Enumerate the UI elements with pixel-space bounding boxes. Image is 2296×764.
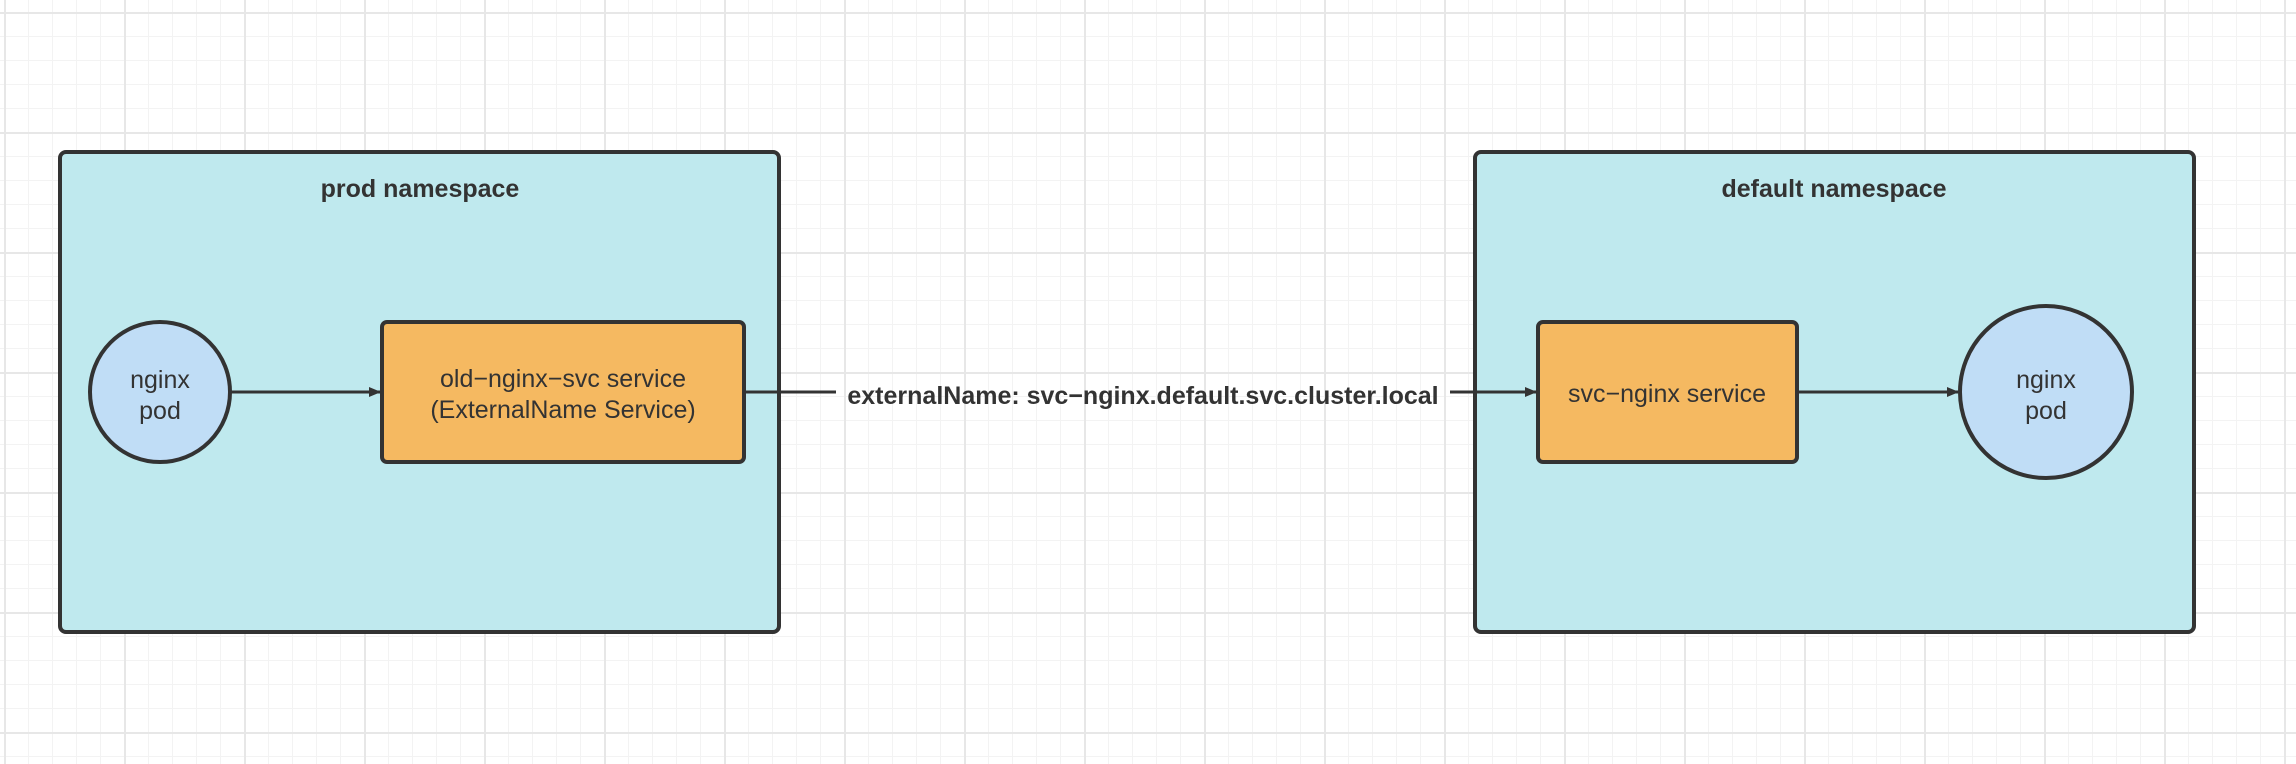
prod-namespace-label: prod namespace [321, 175, 520, 203]
external-name-label: externalName: svc−nginx.default.svc.clus… [847, 382, 1438, 410]
old-service-box [380, 320, 746, 464]
default-namespace-label: default namespace [1721, 175, 1946, 203]
default-nginx-pod[interactable]: nginx pod [1958, 304, 2134, 480]
old-service-label-line1: old−nginx−svc service [440, 365, 686, 393]
prod-nginx-pod[interactable]: nginx pod [88, 320, 232, 464]
prod-pod-label-line2: pod [139, 397, 181, 425]
old-nginx-svc-service[interactable]: old−nginx−svc service (ExternalName Serv… [380, 320, 746, 464]
svc-nginx-service[interactable]: svc−nginx service [1536, 320, 1799, 464]
old-service-label-line2: (ExternalName Service) [430, 396, 695, 424]
prod-pod-label-line1: nginx [130, 366, 190, 394]
default-pod-circle [1958, 304, 2134, 480]
svc-service-box [1536, 320, 1799, 464]
svc-service-label: svc−nginx service [1568, 380, 1766, 408]
default-pod-label-line1: nginx [2016, 366, 2076, 394]
default-pod-label-line2: pod [2025, 397, 2067, 425]
